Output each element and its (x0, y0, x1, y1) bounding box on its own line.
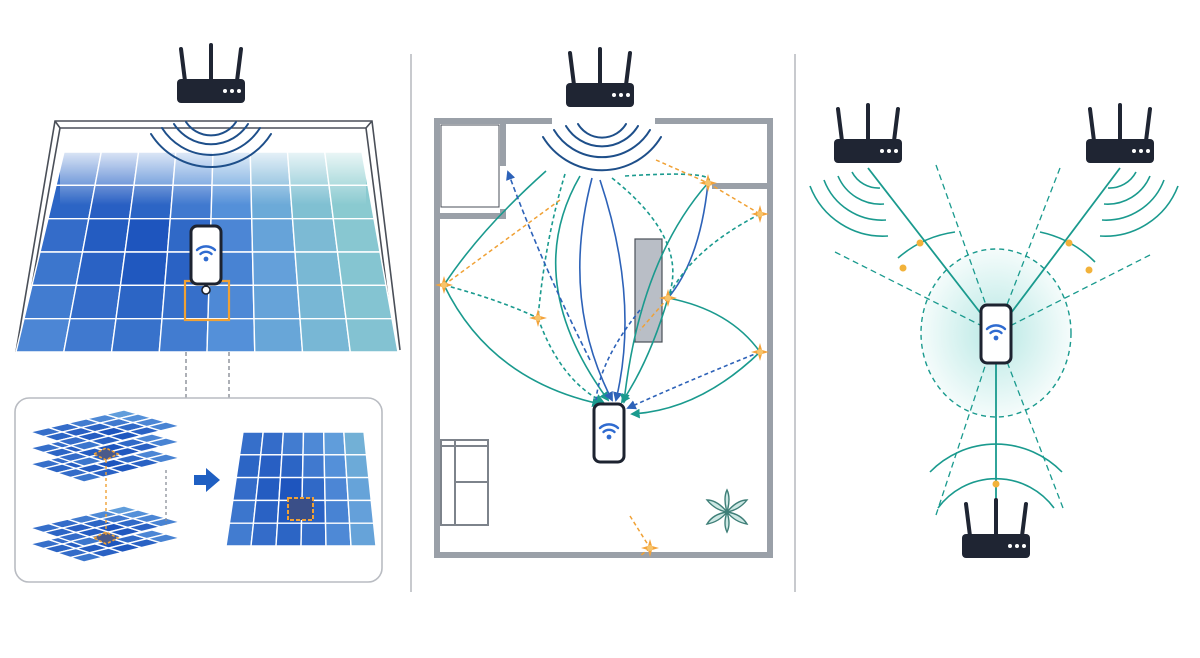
result-cell (257, 454, 283, 479)
heatmap-cell (115, 284, 166, 320)
heatmap-cell (81, 217, 131, 253)
layer-stack-icon (27, 409, 183, 563)
result-heatmap (225, 431, 377, 547)
heatmap-cell (332, 217, 381, 253)
result-cell (275, 522, 303, 547)
result-cell (231, 476, 260, 502)
heatmap-cell (206, 317, 256, 353)
result-cell (344, 454, 370, 479)
result-cell (347, 499, 375, 524)
signal-fade (60, 150, 366, 205)
heatmap-cell (253, 317, 304, 353)
heatmap-cell (124, 217, 172, 253)
result-cell (255, 476, 282, 502)
result-cell (323, 476, 349, 502)
reflection-paths (443, 159, 761, 557)
heatmap-cell (252, 284, 301, 320)
result-cell (300, 522, 327, 547)
estimated-location-cell (287, 497, 314, 521)
layer-grid (27, 409, 183, 451)
heatmap-cell (69, 284, 122, 320)
result-cell (343, 431, 368, 456)
sector-boundaries (834, 164, 1151, 516)
heatmap-cell (110, 317, 163, 353)
router-icon (564, 47, 636, 109)
panel-trilateration (809, 103, 1179, 560)
result-cell (324, 499, 351, 524)
result-cell (279, 454, 304, 479)
heatmap-cell (39, 217, 90, 253)
heatmap-cell (62, 317, 117, 353)
heatmap-cell (207, 284, 255, 320)
layer-cell (144, 437, 183, 448)
phone-icon (979, 303, 1013, 365)
arrow-right-icon (194, 468, 220, 492)
room-outline (15, 120, 401, 353)
result-cell (235, 454, 262, 479)
result-cell (225, 522, 255, 547)
heatmap-cell (291, 217, 339, 253)
shelf (440, 439, 489, 526)
signal-waves (809, 171, 1179, 237)
result-cell (323, 454, 348, 479)
heatmap-cell (299, 317, 352, 353)
heatmap-cell (15, 317, 71, 353)
router-icon (1084, 103, 1156, 165)
result-cell (348, 522, 377, 547)
result-cell (281, 431, 305, 456)
router-icon (832, 103, 904, 165)
heatmap-cell (251, 251, 299, 287)
result-cell (301, 454, 326, 479)
layer-cell (144, 421, 183, 432)
layer-cell (144, 533, 183, 544)
router-icon (960, 498, 1032, 560)
router-icon (175, 43, 247, 105)
result-cell (278, 476, 304, 502)
result-cell (259, 431, 285, 456)
range-arcs (897, 231, 1096, 509)
signal-waves (150, 121, 272, 168)
phone-icon (592, 402, 626, 464)
result-cell (345, 476, 372, 502)
layer-cell (144, 517, 183, 528)
phone-icon (189, 224, 223, 286)
heatmap-cell (294, 251, 343, 287)
heatmap-cell (31, 251, 84, 287)
signal-waves (542, 123, 662, 172)
heatmap-cell (336, 251, 387, 287)
heatmap-cell (158, 317, 209, 353)
heatmap-cell (119, 251, 169, 287)
highlight-cell (92, 447, 120, 461)
heatmap-cell (75, 251, 126, 287)
heatmap-cell (296, 284, 347, 320)
panel-multipath-floorplan (434, 47, 773, 558)
highlight-cell (92, 531, 120, 545)
result-cell (250, 522, 279, 547)
heatmap-cell (23, 284, 78, 320)
plant-icon (705, 488, 749, 534)
result-cell (228, 499, 257, 524)
result-cell (324, 522, 352, 547)
result-cell (252, 499, 280, 524)
result-cell (301, 476, 326, 502)
wall-segment (440, 124, 500, 208)
result-cell (322, 431, 347, 456)
result-cell (302, 431, 325, 456)
intersection-points (899, 239, 1093, 488)
heatmap-cell (251, 217, 296, 253)
panel-fingerprint-heatmap (14, 43, 401, 583)
heatmap-cell (345, 317, 399, 353)
floor-plan (434, 118, 773, 558)
layer-cell (144, 453, 183, 464)
location-pin (201, 285, 211, 295)
heatmap-cell (340, 284, 393, 320)
result-cell (238, 431, 264, 456)
